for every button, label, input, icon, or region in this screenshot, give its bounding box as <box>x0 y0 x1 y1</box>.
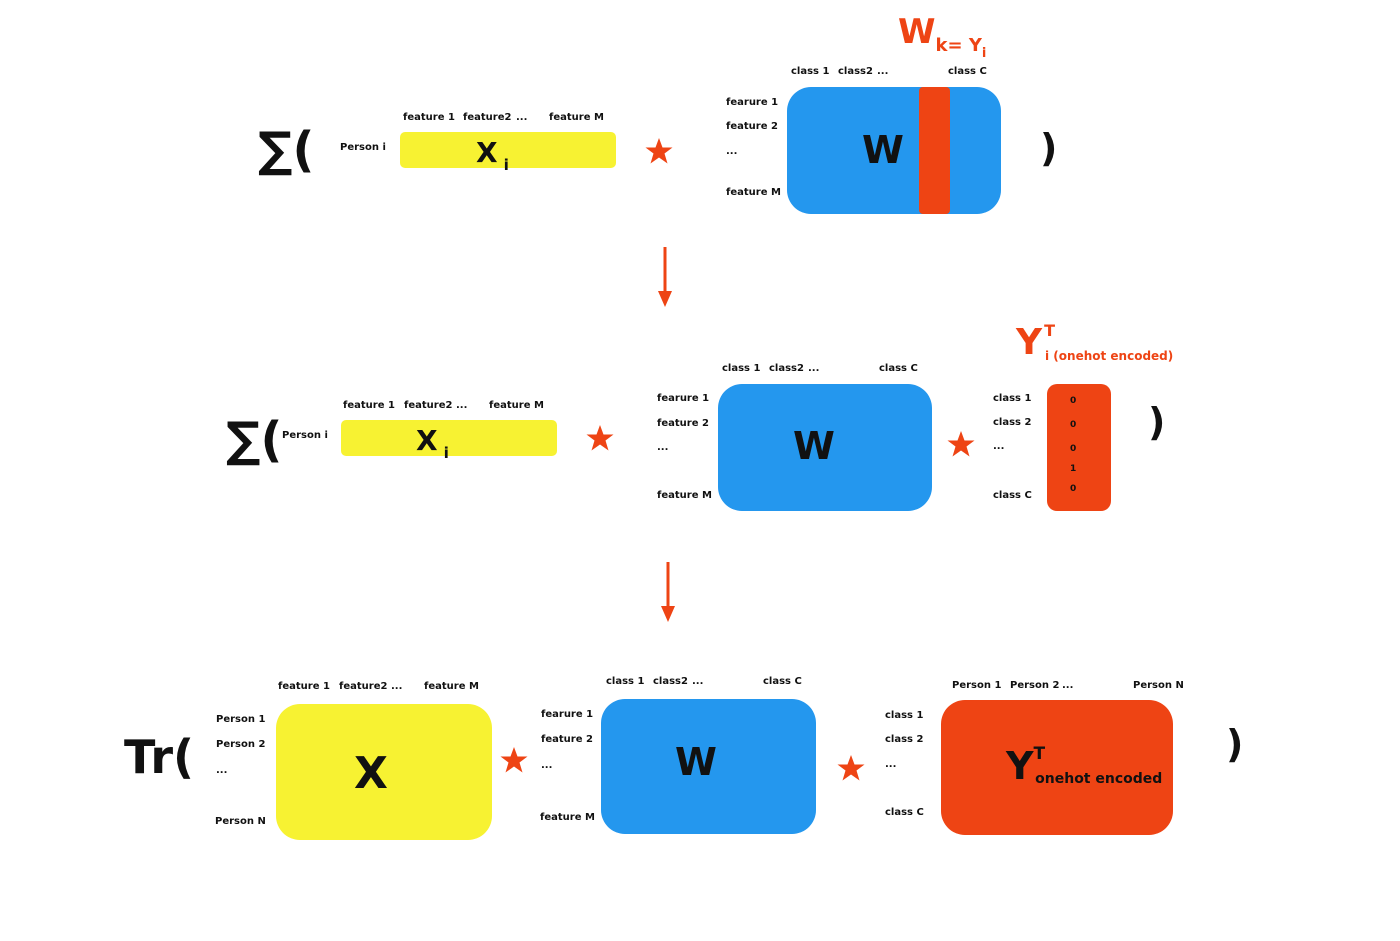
w-row-label: feature 2 <box>541 734 593 745</box>
onehot-value: 0 <box>1070 444 1077 454</box>
y-row-label: class C <box>993 490 1032 501</box>
weight-matrix-w <box>787 87 1001 214</box>
w-row-label: feature 2 <box>726 121 778 132</box>
w-col-label: class2 <box>769 363 804 374</box>
multiply-star-icon <box>837 755 865 781</box>
sum-open-paren: ∑( <box>258 122 315 178</box>
x-col-label: feature M <box>549 112 604 123</box>
x-row-label: ... <box>216 765 228 776</box>
multiply-star-icon <box>645 138 673 164</box>
w-col-label: class 1 <box>722 363 761 374</box>
w-col-label: class C <box>763 676 802 687</box>
w-col-label: ... <box>808 363 820 374</box>
w-row-label: fearure 1 <box>541 709 594 720</box>
w-col-label: class C <box>879 363 918 374</box>
x-col-label: feature 1 <box>278 681 330 692</box>
weight-matrix-w <box>718 384 932 511</box>
w-col-label: class C <box>948 66 987 77</box>
w-col-label: class2 <box>838 66 873 77</box>
y-row-label: class 1 <box>993 393 1032 404</box>
x-row-label: Person i <box>282 430 328 441</box>
close-paren: ) <box>1040 126 1058 170</box>
onehot-vector-y-i <box>1047 384 1111 511</box>
x-row-label: Person 2 <box>216 739 266 750</box>
y-col-label: Person N <box>1133 680 1184 691</box>
y-col-label: Person 2 <box>1010 680 1060 691</box>
y-label: YTonehot encoded <box>1006 744 1163 788</box>
y-col-label: ... <box>1062 680 1074 691</box>
multiply-star-icon <box>586 425 614 451</box>
w-col-label: class 1 <box>791 66 830 77</box>
feature-matrix-x <box>276 704 492 840</box>
onehot-value: 1 <box>1070 464 1077 474</box>
w-label: W <box>862 128 904 172</box>
w-col-label: class 1 <box>606 676 645 687</box>
x-col-label: feature M <box>489 400 544 411</box>
down-arrow-icon <box>661 562 675 622</box>
w-row-label: fearure 1 <box>657 393 710 404</box>
onehot-value: 0 <box>1070 420 1077 430</box>
y-row-label: class 2 <box>993 417 1032 428</box>
trace-open-paren: Tr( <box>124 730 195 784</box>
feature-vector-x-i <box>341 420 557 456</box>
y-row-label: class C <box>885 807 924 818</box>
y-row-label: class 2 <box>885 734 924 745</box>
x-col-label: feature 1 <box>403 112 455 123</box>
x-col-label: feature2 <box>339 681 388 692</box>
sum-open-paren: ∑( <box>226 412 283 468</box>
y-row-label: class 1 <box>885 710 924 721</box>
w-row-label: ... <box>657 442 669 453</box>
x-col-label: feature 1 <box>343 400 395 411</box>
y-col-label: Person 1 <box>952 680 1002 691</box>
onehot-matrix-y <box>941 700 1173 835</box>
x-row-label: Person N <box>215 816 266 827</box>
x-row-label: Person i <box>340 142 386 153</box>
w-row-label: ... <box>726 146 738 157</box>
w-label: W <box>675 740 717 784</box>
x-col-label: feature2 <box>463 112 512 123</box>
feature-vector-x-i <box>400 132 616 168</box>
highlighted-class-column <box>919 87 950 214</box>
x-label: X <box>354 748 388 799</box>
w-row-label: feature 2 <box>657 418 709 429</box>
w-col-label: ... <box>877 66 889 77</box>
onehot-value: 0 <box>1070 484 1077 494</box>
w-col-label: class2 <box>653 676 688 687</box>
weight-matrix-w <box>601 699 816 834</box>
w-row-label: feature M <box>726 187 781 198</box>
down-arrow-icon <box>658 247 672 307</box>
multiply-star-icon <box>947 431 975 457</box>
multiply-star-icon <box>500 747 528 773</box>
x-col-label: feature2 <box>404 400 453 411</box>
w-row-label: feature M <box>657 490 712 501</box>
y-row-label: ... <box>993 441 1005 452</box>
close-paren: ) <box>1226 722 1244 766</box>
onehot-value: 0 <box>1070 396 1077 406</box>
close-paren: ) <box>1148 400 1166 444</box>
x-col-label: ... <box>456 400 468 411</box>
w-label: W <box>793 424 835 468</box>
w-row-label: ... <box>541 760 553 771</box>
w-col-label: ... <box>692 676 704 687</box>
x-col-label: feature M <box>424 681 479 692</box>
x-col-label: ... <box>516 112 528 123</box>
w-row-label: fearure 1 <box>726 97 779 108</box>
highlight-column-title: Wk= Yi <box>898 12 987 61</box>
w-row-label: feature M <box>540 812 595 823</box>
x-row-label: Person 1 <box>216 714 266 725</box>
x-col-label: ... <box>391 681 403 692</box>
y-row-label: ... <box>885 759 897 770</box>
